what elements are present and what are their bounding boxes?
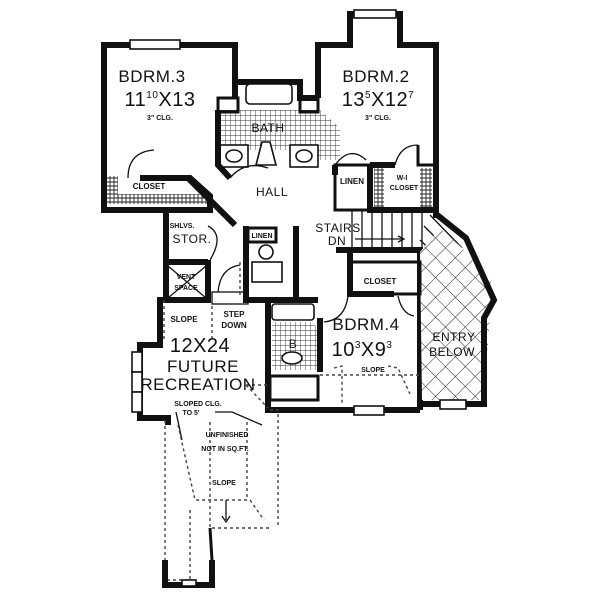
entry-below: ENTRY BELOW: [420, 211, 498, 410]
window-bdrm3: [129, 39, 181, 50]
label-closet-bdrm3: CLOSET: [133, 182, 166, 191]
window-rec-1: [131, 351, 143, 373]
label-slope-left: SLOPE: [170, 315, 198, 324]
label-unfinished-1: UNFINISHED: [206, 432, 249, 439]
toilet: [254, 141, 278, 166]
dims-bdrm2: 135X127: [342, 89, 414, 111]
label-unfinished-2: NOT IN SQ.FT.: [201, 446, 249, 453]
door-swing-bdrm2: [334, 153, 367, 166]
label-stairs: STAIRS: [315, 221, 360, 235]
bedroom-3: [101, 39, 238, 228]
bathtub-lower: [271, 303, 315, 321]
label-wi-closet-1: W-I: [397, 175, 408, 182]
window-unfinished: [181, 579, 197, 587]
sink-lower: [281, 351, 303, 365]
label-linen-upper: LINEN: [340, 177, 364, 186]
bedroom-4: CLOSET BDRM.4 103X93 SLOPE: [320, 250, 422, 416]
label-storage: STOR.: [173, 232, 212, 246]
dims-bdrm3: 1110X13: [125, 89, 196, 111]
door-swing-bath: [229, 164, 269, 179]
slope-arrow-2: [215, 411, 263, 426]
label-stairs-direction: DN: [328, 234, 346, 248]
ceiling-bdrm3: 3" CLG.: [147, 115, 173, 122]
label-closet-bdrm4: CLOSET: [364, 277, 397, 286]
window-entry: [439, 399, 467, 410]
label-slope-bdrm4: SLOPE: [361, 367, 385, 374]
hall-stairs: HALL LINEN W-I CLOSET STAIRS DN: [256, 175, 463, 410]
door-swing-step: [217, 264, 241, 293]
label-rec-1: FUTURE: [167, 357, 239, 376]
door-swing-closet4: [397, 295, 415, 317]
bathtub: [245, 83, 293, 105]
service-rooms: SHLVS. STOR. VENT SPACE CLOSET: [133, 182, 218, 303]
label-entry-1: ENTRY: [433, 330, 476, 344]
label-bdrm2: BDRM.2: [342, 67, 409, 86]
label-vent-2: SPACE: [174, 285, 198, 292]
vanity-lower: [251, 261, 283, 283]
window-bdrm4: [353, 405, 385, 416]
label-rec-note-2: TO 5': [182, 410, 199, 417]
toilet-lower: [258, 244, 274, 260]
ceiling-bdrm2: 3" CLG.: [365, 115, 391, 122]
slope-arrow-1: [175, 411, 183, 441]
label-entry-2: BELOW: [429, 345, 475, 359]
door-swing-wi-closet: [394, 144, 419, 166]
future-recreation: SLOPE 12X24 FUTURE RECREATION SLOPED CLG…: [131, 297, 269, 441]
door-swing-storage: [207, 225, 218, 261]
label-bath: BATH: [251, 121, 284, 135]
bedroom-2: [315, 9, 439, 218]
label-wi-closet-2: CLOSET: [390, 185, 419, 192]
bath: BATH: [215, 79, 340, 181]
label-rec-dims: 12X24: [170, 335, 230, 357]
label-bdrm3: BDRM.3: [118, 67, 185, 86]
label-unfinished-slope: SLOPE: [212, 480, 236, 487]
unfinished-area: UNFINISHED NOT IN SQ.FT. SLOPE: [162, 409, 279, 588]
vent-space: [167, 265, 207, 299]
window-rec-3: [131, 391, 143, 413]
door-swing-bdrm3: [127, 149, 155, 179]
sink-right: [295, 149, 313, 163]
window-bdrm2: [353, 9, 397, 19]
label-down: DOWN: [221, 321, 247, 330]
label-step: STEP: [224, 310, 246, 319]
label-bdrm4: BDRM.4: [332, 315, 399, 334]
label-rec-2: RECREATION: [140, 375, 255, 394]
label-bath-b: B: [289, 337, 298, 351]
label-vent-1: VENT: [177, 274, 196, 281]
label-linen-lower: LINEN: [252, 233, 273, 240]
label-shelves: SHLVS.: [170, 223, 195, 230]
sink-left: [225, 149, 243, 163]
door-swing-bdrm4: [323, 295, 349, 323]
label-rec-note-1: SLOPED CLG.: [174, 401, 222, 408]
dims-bdrm4: 103X93: [332, 339, 393, 361]
label-hall: HALL: [256, 185, 288, 199]
